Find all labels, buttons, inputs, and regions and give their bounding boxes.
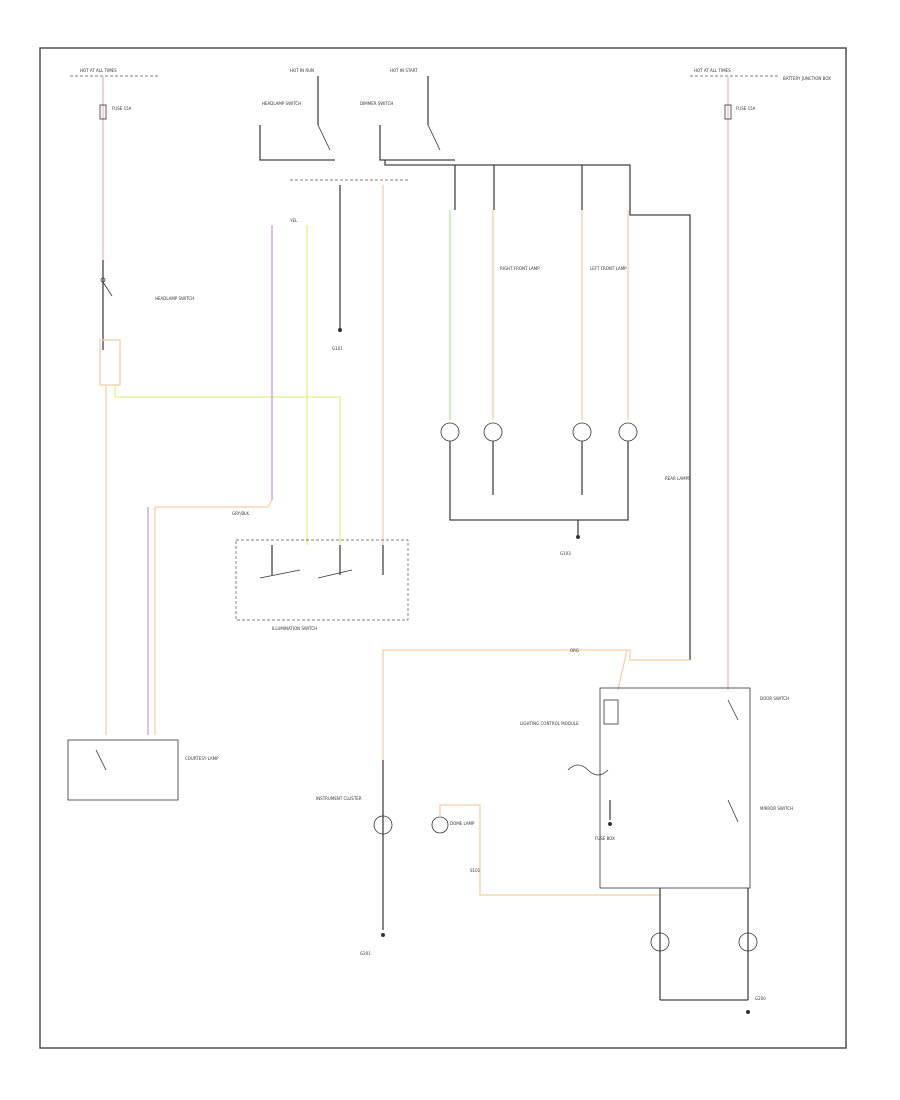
label-hot-2: HOT IN RUN (290, 68, 314, 73)
wire-orange-branch (154, 499, 273, 735)
wire-ground-bus (449, 495, 629, 521)
label-wire-gy: GRY/BLK (232, 511, 249, 516)
label-ground-left: G200 (755, 996, 766, 1001)
bulb-2 (483, 422, 503, 442)
label-module: LIGHTING CONTROL MODULE (520, 721, 579, 726)
wire-orange-module-drop (617, 649, 628, 691)
label-fuse-box: FUSE BOX (595, 836, 615, 841)
wire-switch-box-a (259, 125, 335, 161)
label-sw-mid: HEADLAMP SWITCH (262, 101, 301, 106)
label-rear-lamps: REAR LAMPS (665, 476, 691, 481)
label-sw-bat: HEADLAMP SWITCH (155, 296, 194, 301)
label-dimmer: DIMMER SWITCH (360, 101, 393, 106)
label-lamp-instr: INSTRUMENT CLUSTER (316, 796, 362, 801)
label-dome: DOME LAMP (450, 821, 475, 826)
illum-switch-blade-1 (259, 569, 301, 579)
connector-left (99, 339, 121, 386)
module-switch-blade (727, 699, 739, 721)
illum-switch-blade-2 (317, 569, 353, 579)
wire-lamp-bus (384, 160, 631, 185)
module-relay-coil (603, 699, 619, 725)
label-battery: BATTERY JUNCTION BOX (783, 76, 831, 81)
wire-yellow-green (114, 385, 341, 545)
label-mirror-sw: MIRROR SWITCH (760, 806, 793, 811)
ground-module-dot (608, 822, 612, 826)
wire-switch-box-b (379, 125, 455, 161)
bulb-4 (618, 422, 638, 442)
bulb-1 (440, 422, 460, 442)
bulb-3 (572, 422, 592, 442)
module-door-switch-blade (727, 799, 739, 823)
ground-mid-dot (576, 535, 580, 539)
fuse-right (724, 104, 732, 120)
bulb-bottom-left (650, 932, 670, 952)
illumination-switch-box (235, 539, 409, 621)
ground-left-dot (746, 1010, 750, 1014)
lighting-control-module (599, 687, 751, 889)
label-splice: S101 (470, 868, 481, 873)
label-fuse-right: FUSE 15A (736, 106, 756, 111)
ground-bottom-dot (381, 933, 385, 937)
label-hot-3: HOT IN START (390, 68, 418, 73)
switch-blade-b (427, 124, 441, 151)
label-door-sw: DOOR SWITCH (760, 696, 789, 701)
switch-blade-left (102, 281, 113, 297)
ground-center-dot (338, 328, 342, 332)
wire-right-feed (629, 185, 691, 660)
label-hot-1: HOT AT ALL TIMES (80, 68, 117, 73)
label-ground-center: G101 (332, 346, 343, 351)
switch-blade-a (317, 124, 331, 151)
label-wire-ye: YEL (289, 218, 298, 223)
label-illum: ILLUMINATION SWITCH (272, 626, 317, 631)
bulb-dome (431, 816, 449, 834)
label-hot-4: HOT AT ALL TIMES (694, 68, 731, 73)
module-coil (567, 764, 609, 776)
bulb-bottom-right (738, 932, 758, 952)
diagram-frame (39, 47, 847, 1049)
left-lamp-switch-blade (95, 749, 107, 771)
label-wire-or: ORG (570, 648, 579, 653)
wire-orange-module-loop (382, 649, 690, 760)
wire-dome-loop (439, 804, 660, 896)
bulb-instrument (373, 815, 393, 835)
label-lamp-rt: RIGHT FRONT LAMP (500, 266, 540, 271)
label-courtesy: COURTESY LAMP (185, 756, 219, 761)
label-fuse-left: FUSE 15A (112, 106, 132, 111)
fuse-left (99, 104, 107, 120)
label-lamp-lt: LEFT FRONT LAMP (590, 266, 627, 271)
label-ground-bottom: G201 (360, 951, 371, 956)
left-lamp-switch (67, 739, 179, 801)
label-ground-mid: G103 (560, 551, 571, 556)
